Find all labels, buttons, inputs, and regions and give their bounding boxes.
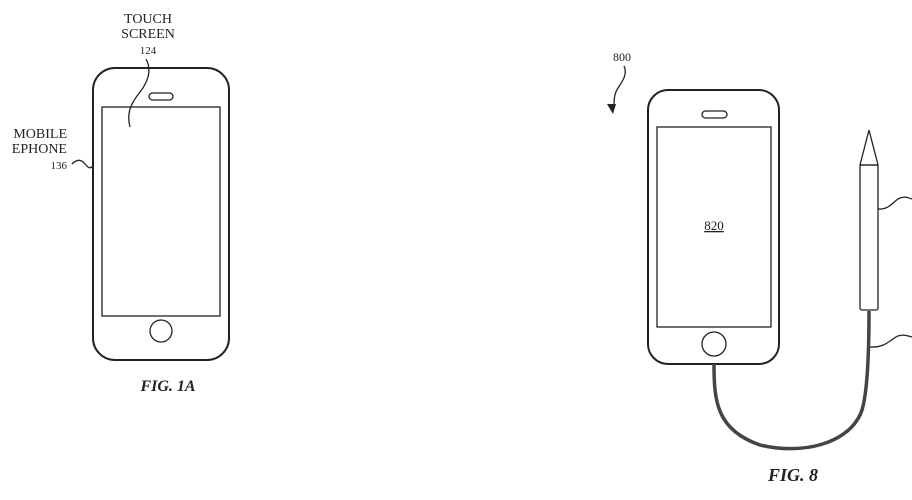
figure-1a: TOUCH SCREEN 124 MOBILE EPHONE 136 FIG. … xyxy=(12,12,230,395)
home-button xyxy=(149,319,173,343)
display-screen xyxy=(656,126,772,328)
stylus-tip xyxy=(859,129,879,166)
touch-screen-label-2: SCREEN xyxy=(121,27,175,42)
stylus-body xyxy=(859,164,879,311)
touch-screen xyxy=(101,106,221,317)
leader-cable xyxy=(869,334,912,348)
ref-124: 124 xyxy=(140,45,157,57)
ref-820: 820 xyxy=(704,218,724,233)
mobile-label-2: EPHONE xyxy=(12,142,67,157)
touch-screen-label-1: TOUCH xyxy=(124,12,172,27)
leader-124 xyxy=(128,58,150,128)
leader-800 xyxy=(613,65,626,109)
cable xyxy=(712,310,871,451)
arrowhead-800 xyxy=(607,104,616,114)
leader-136 xyxy=(71,159,94,169)
speaker-slot xyxy=(148,92,174,101)
caption-fig-1a: FIG. 1A xyxy=(139,378,195,395)
home-button xyxy=(701,331,727,357)
speaker-slot xyxy=(701,110,728,119)
ref-136: 136 xyxy=(51,160,68,172)
mobile-label-1: MOBILE xyxy=(13,127,67,142)
figure-8: 800 820 FIG. 8 xyxy=(607,50,912,485)
phone-body xyxy=(92,67,230,361)
leader-stylus xyxy=(877,196,912,210)
ref-800: 800 xyxy=(613,50,631,64)
caption-fig-8: FIG. 8 xyxy=(767,465,818,485)
